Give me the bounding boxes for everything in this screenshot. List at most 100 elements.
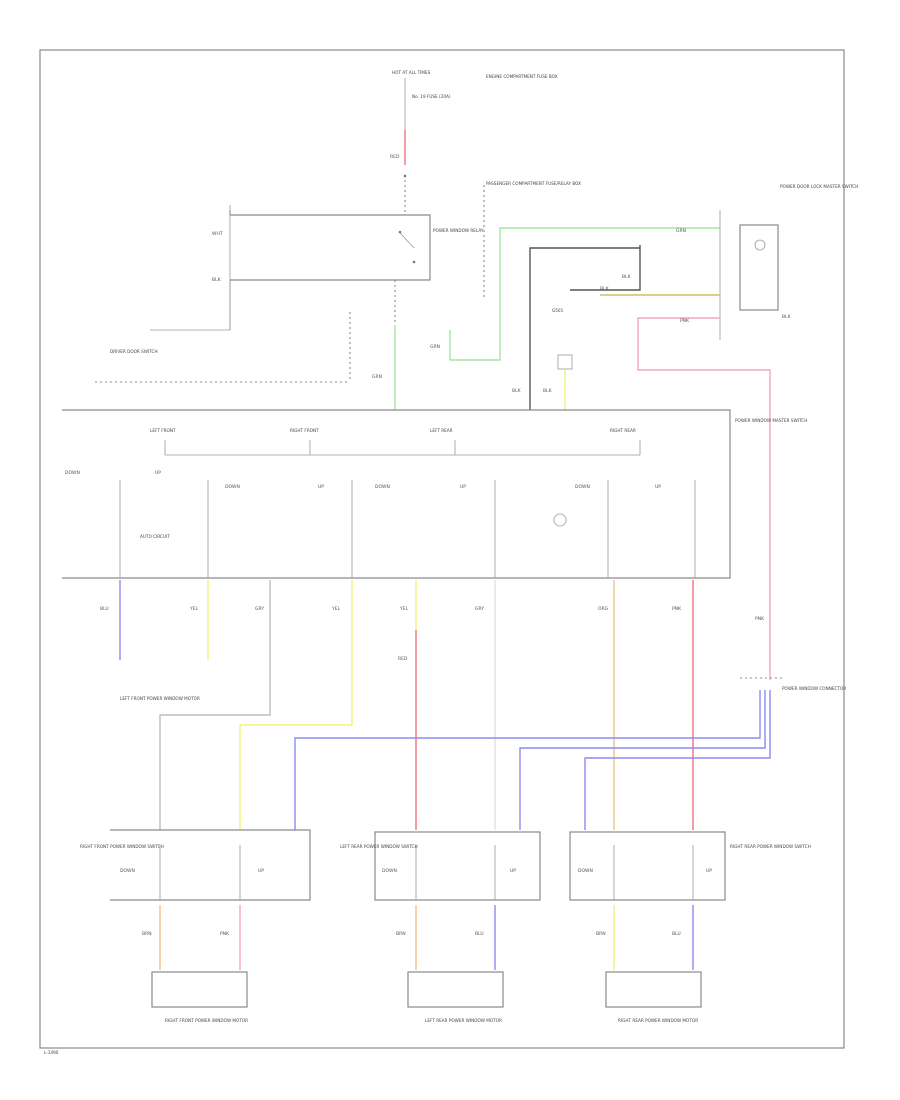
passenger-junction-label: PASSENGER COMPARTMENT FUSE/RELAY BOX — [486, 181, 581, 186]
ground-block — [557, 354, 573, 370]
master-switch: POWER WINDOW MASTER SWITCH LEFT FRONT RI… — [62, 409, 807, 579]
wire-label-brn-rr: BRN — [596, 931, 606, 937]
wire-label-yel-lf: YEL — [189, 606, 199, 612]
fuse-node — [403, 174, 407, 178]
wire-label-wht-relay: WHT — [212, 231, 223, 237]
lock-master-box — [739, 224, 779, 311]
black-wire-loop — [570, 245, 641, 291]
lr-motor-box — [407, 971, 504, 1008]
driver-door-switch-label: DRIVER DOOR SWITCH — [110, 349, 158, 354]
lock-master-label: POWER DOOR LOCK MASTER SWITCH — [780, 184, 858, 189]
header-right-rear: RIGHT REAR — [610, 428, 636, 433]
g501-label: G501 — [552, 308, 564, 313]
rf-motor-box — [151, 971, 248, 1008]
engine-compartment-label: ENGINE COMPARTMENT FUSE BOX — [486, 74, 558, 79]
label-up-1: UP — [155, 470, 161, 476]
relay-contact-b — [412, 260, 416, 264]
motors: RIGHT FRONT POWER WINDOW MOTOR LEFT REAR… — [151, 971, 702, 1023]
lr-switch-outline — [374, 831, 541, 901]
wire-label-brn-lr: BRN — [396, 931, 406, 937]
label-down-1: DOWN — [65, 470, 80, 476]
rf-motor-label: RIGHT FRONT POWER WINDOW MOTOR — [165, 1018, 248, 1023]
rr-switch-label: RIGHT REAR POWER WINDOW SWITCH — [730, 844, 811, 849]
label-down-4: DOWN — [575, 484, 590, 490]
wire-label-grn-upper: GRN — [430, 344, 440, 350]
blue-bus-2 — [519, 690, 766, 830]
hot-at-all-times-label: HOT AT ALL TIMES — [392, 70, 431, 75]
blue-bus: POWER WINDOW CONNECTOR — [294, 677, 846, 830]
label-up-4: UP — [655, 484, 661, 490]
wire-label-pnk-rf: PNK — [220, 931, 230, 937]
header-right-front: RIGHT FRONT — [290, 428, 319, 433]
left-rear-switch: LEFT REAR POWER WINDOW SWITCH DOWN UP — [340, 831, 541, 901]
label-down-2: DOWN — [225, 484, 240, 490]
header-left-rear: LEFT REAR — [430, 428, 453, 433]
relay-switch-arm — [399, 232, 415, 249]
blue-bus-3 — [584, 690, 771, 830]
left-front-motor-label: LEFT FRONT POWER WINDOW MOTOR — [120, 696, 200, 701]
lamp-symbol — [553, 513, 567, 527]
relay-box-outline — [229, 210, 431, 281]
label-down-3: DOWN — [375, 484, 390, 490]
rr-motor-box — [605, 971, 702, 1008]
wire-label-gry-lr: GRY — [475, 606, 484, 612]
lr-label-down: DOWN — [382, 868, 397, 874]
wire-label-blk-ground: BLK — [543, 388, 553, 394]
lock-master-lamp — [754, 239, 766, 251]
lr-motor-label: LEFT REAR POWER WINDOW MOTOR — [425, 1018, 502, 1023]
yellow-wire-rf — [239, 580, 353, 830]
wire-label-blu-lf: BLU — [100, 606, 109, 612]
rf-switch-outline — [110, 829, 311, 901]
connector-label: POWER WINDOW CONNECTOR — [782, 686, 846, 691]
rr-label-up: UP — [706, 868, 712, 874]
right-rear-switch: RIGHT REAR POWER WINDOW SWITCH DOWN UP — [569, 831, 811, 901]
diagram-frame — [39, 49, 845, 1049]
wire-label-red-lr: RED — [398, 656, 408, 662]
lr-switch-label: LEFT REAR POWER WINDOW SWITCH — [340, 844, 418, 849]
diagram-code: L-1490 — [44, 1050, 59, 1055]
relay-label: POWER WINDOW RELAY — [433, 228, 484, 233]
wire-label-blu-rr: BLU — [672, 931, 681, 937]
wire-label-blk-relay: BLK — [212, 277, 222, 283]
master-switch-label: POWER WINDOW MASTER SWITCH — [735, 418, 807, 423]
auto-circuit-label: AUTO CIRCUIT — [140, 534, 170, 539]
motor-wires: BRN PNK BRN BLU BRN BLU — [142, 905, 694, 970]
header-left-front: LEFT FRONT — [150, 428, 176, 433]
wire-label-pnk-upper: PNK — [680, 318, 690, 324]
wire-label-blk-loop: BLK — [622, 274, 632, 280]
wire-label-red-top: RED — [390, 154, 400, 160]
rf-label-down: DOWN — [120, 868, 135, 874]
wire-label-blk-side: BLK — [782, 314, 792, 320]
rr-switch-outline — [569, 831, 726, 901]
wire-label-blk-upper: BLK — [600, 286, 610, 292]
wire-label-pnk-rr: PNK — [672, 606, 682, 612]
relay-ground-wire — [150, 280, 231, 331]
wire-label-brn-rf: BRN — [142, 931, 152, 937]
green-wire-upper — [449, 227, 720, 361]
wire-label-org-rr: ORG — [598, 606, 609, 612]
label-up-3: UP — [460, 484, 466, 490]
master-switch-outline — [62, 409, 731, 579]
rf-switch-label: RIGHT FRONT POWER WINDOW SWITCH — [80, 844, 164, 849]
rf-label-up: UP — [258, 868, 264, 874]
rr-motor-label: RIGHT REAR POWER WINDOW MOTOR — [618, 1018, 698, 1023]
relay-contact-a — [398, 230, 402, 234]
wire-label-blu-lr: BLU — [475, 931, 484, 937]
blue-bus-1 — [294, 690, 761, 830]
wire-label-gry-rf: GRY — [255, 606, 264, 612]
fuse-label: No. 19 FUSE (20A) — [412, 94, 451, 99]
master-output-wires: BLU YEL LEFT FRONT POWER WINDOW MOTOR GR… — [100, 580, 694, 830]
wire-label-pnk-side: PNK — [755, 616, 765, 622]
right-front-switch: RIGHT FRONT POWER WINDOW SWITCH DOWN UP — [80, 829, 311, 901]
pink-wire-main — [637, 317, 771, 680]
wire-label-yel-rf: YEL — [331, 606, 341, 612]
gray-wire-rf — [159, 580, 271, 830]
wire-label-yel-lr: YEL — [399, 606, 409, 612]
black-wire-return — [529, 247, 640, 410]
rr-label-down: DOWN — [578, 868, 593, 874]
lr-label-up: UP — [510, 868, 516, 874]
wire-label-grn-main: GRN — [372, 374, 382, 380]
fuse-section: HOT AT ALL TIMES ENGINE COMPARTMENT FUSE… — [95, 70, 858, 680]
wire-label-grn-right: GRN — [676, 228, 686, 234]
